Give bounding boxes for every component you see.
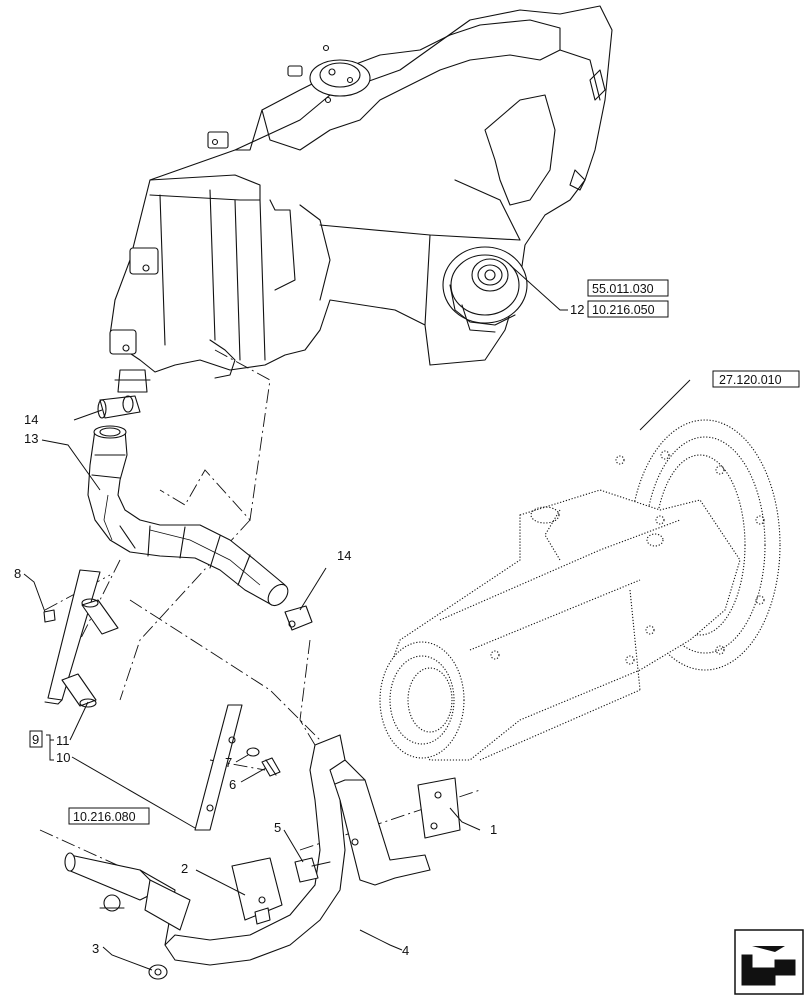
hose-clamp-lower xyxy=(284,605,313,631)
reference-label: 27.120.010 xyxy=(719,373,782,387)
callout-12: 12 xyxy=(570,302,584,317)
reference-box-axle[interactable]: 27.120.010 xyxy=(712,370,800,388)
fuel-hose xyxy=(87,425,289,607)
callout-7: 7 xyxy=(225,755,232,770)
callout-6: 6 xyxy=(229,777,236,792)
callout-3: 3 xyxy=(92,941,99,956)
callout-11: 11 xyxy=(56,733,70,748)
callout-numbers: 1 2 3 4 5 6 7 8 11 10 12 13 14 14 xyxy=(14,302,584,958)
callout-13: 13 xyxy=(24,431,38,446)
reference-box-pipe[interactable]: 10.216.080 xyxy=(68,807,150,825)
reference-label: 10.216.050 xyxy=(592,303,655,317)
mounting-bracket xyxy=(309,759,461,886)
group-bracket-9: 9 xyxy=(29,730,54,761)
reference-label: 10.216.080 xyxy=(73,810,136,824)
reference-box-tank-cap[interactable]: 10.216.050 xyxy=(587,300,669,318)
fuel-pipe xyxy=(64,734,346,966)
pipe-clamp xyxy=(231,857,283,925)
callout-1: 1 xyxy=(490,822,497,837)
callout-5: 5 xyxy=(274,820,281,835)
callout-14-upper: 14 xyxy=(24,412,38,427)
support-bracket-left xyxy=(43,569,119,708)
callout-9: 9 xyxy=(32,732,39,747)
bolt-5 xyxy=(294,857,331,883)
callout-8: 8 xyxy=(14,566,21,581)
reference-box-tank-top[interactable]: 55.011.030 xyxy=(587,279,669,297)
axle-housing xyxy=(379,419,781,761)
callout-2: 2 xyxy=(181,861,188,876)
next-page-arrow-icon[interactable] xyxy=(734,929,804,995)
callout-10: 10 xyxy=(56,750,70,765)
fuel-tank xyxy=(109,5,613,393)
leader-lines xyxy=(23,264,691,971)
callout-14-lower: 14 xyxy=(337,548,351,563)
reference-label: 55.011.030 xyxy=(592,282,654,296)
callout-4: 4 xyxy=(402,943,409,958)
hose-clamp-upper xyxy=(97,395,141,419)
nut-3 xyxy=(148,964,168,980)
support-bracket-right xyxy=(194,704,281,831)
tank-cap xyxy=(442,246,528,333)
